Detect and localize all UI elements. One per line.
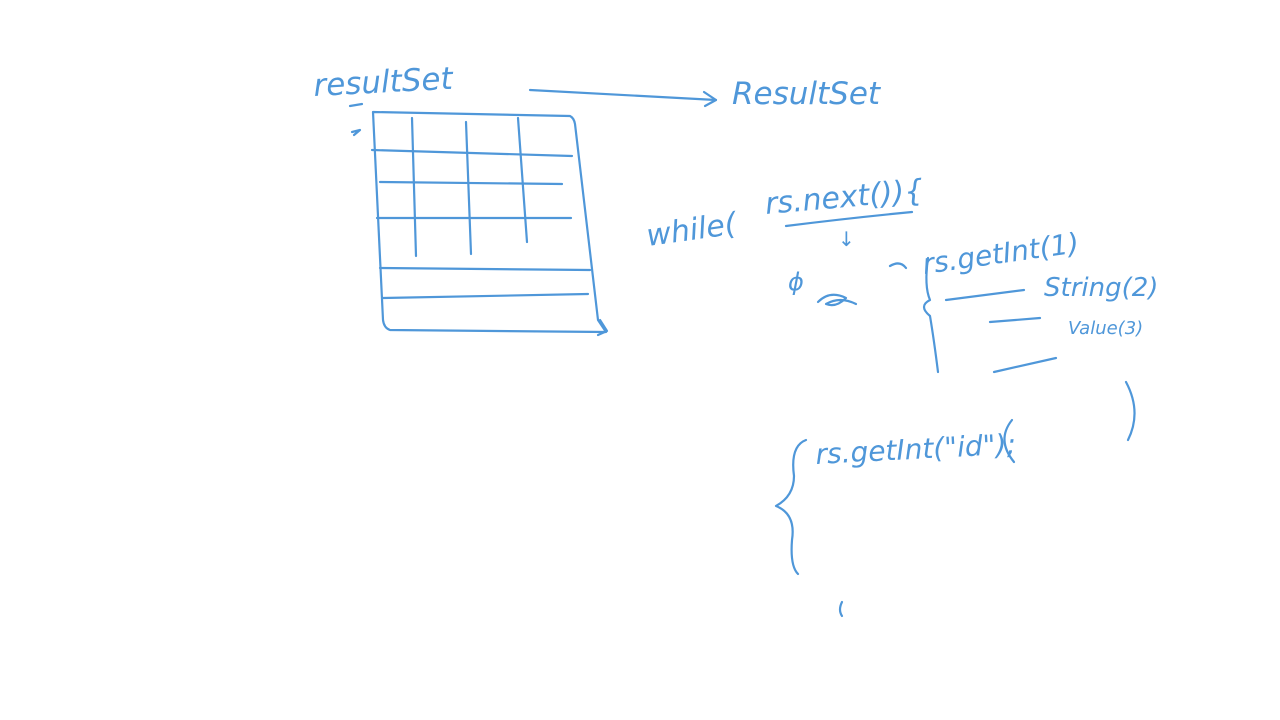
table-column-line [464,120,473,256]
open-paren [1003,418,1016,464]
get-value-3-label: Value(3) [1068,318,1143,339]
table-outline [371,110,608,334]
result-set-type-label: ResultSet [732,76,882,112]
result-set-table [348,102,609,337]
table-corner-arrow [596,318,609,337]
table-row-line [370,148,574,158]
reference-arrow [528,88,718,108]
while-keyword: while( [644,207,740,254]
get-int-id-label: rs.getInt("id"); [815,428,1017,471]
blank-line-3 [992,356,1058,374]
table-row-line [381,292,590,300]
blank-line-1 [944,288,1026,302]
blank-line-2 [988,316,1042,324]
next-underline [784,210,914,228]
stray-mark [838,600,844,618]
close-paren [1124,380,1136,442]
cursor-arrow [350,128,362,137]
get-string-2-label: String(2) [1044,273,1158,303]
next-call: rs.next()){ [764,173,925,222]
inner-brace [922,256,940,374]
table-column-line [516,116,529,244]
bullet-mark [888,262,908,270]
table-row-line [378,180,564,186]
cursor-tick [348,102,364,108]
down-arrow: ↓ [838,227,855,251]
table-column-line [410,116,418,258]
scribble-mark [816,293,858,307]
result-set-variable-label: resultSet [313,61,456,104]
table-row-line [378,266,592,272]
outer-brace [774,438,808,576]
phi-symbol: ϕ [788,268,804,296]
while-braces [774,210,1136,618]
